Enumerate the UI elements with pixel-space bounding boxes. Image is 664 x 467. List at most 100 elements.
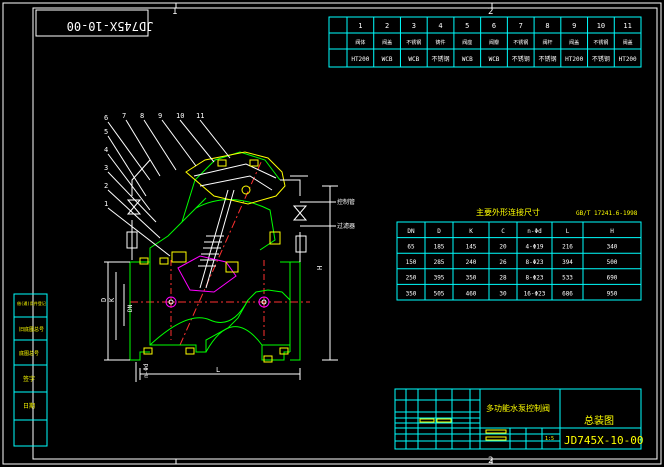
dim-cell-0-6: 340 — [607, 244, 618, 251]
callout-8: 8 — [140, 112, 144, 120]
dim-cell-2-6: 690 — [607, 275, 618, 282]
part-name-6: 阀瓣 — [489, 39, 499, 46]
dim-L: L — [216, 366, 220, 374]
callout-10: 10 — [176, 112, 184, 120]
part-name-9: 阀盖 — [569, 39, 579, 46]
dim-header-1: D — [437, 228, 441, 235]
callout-5: 5 — [104, 128, 108, 136]
dim-cell-1-5: 394 — [562, 259, 573, 266]
dim-cell-3-0: 350 — [406, 290, 417, 297]
dim-table-title: 主要外形连接尺寸 — [476, 207, 540, 217]
part-material-4: 不锈钢 — [432, 55, 450, 63]
part-name-4: 铸件 — [436, 39, 446, 46]
callout-leader-10 — [179, 119, 215, 163]
part-name-11: 阀盖 — [623, 39, 633, 46]
dim-header-0: DN — [407, 228, 415, 235]
callout-3: 3 — [104, 164, 108, 172]
part-name-7: 不锈钢 — [513, 39, 528, 46]
dim-K: K — [108, 297, 116, 302]
dim-cell-3-6: 950 — [607, 290, 618, 297]
parts-table: 1阀体HT2002阀盖WCB3不锈钢WCB4铸件不锈钢5阀座WCB6阀瓣WCB7… — [328, 16, 642, 68]
part-material-6: WCB — [489, 56, 500, 63]
dim-cell-3-3: 30 — [499, 290, 507, 297]
side-label-filter: 过滤器 — [337, 222, 355, 230]
dim-cell-0-3: 20 — [499, 244, 507, 251]
dim-H: H — [316, 266, 324, 270]
part-name-2: 阀盖 — [382, 39, 392, 46]
dim-cell-1-0: 150 — [406, 259, 417, 266]
dim-cell-1-6: 500 — [607, 259, 618, 266]
dim-cell-2-4: 8-Φ23 — [525, 275, 543, 282]
part-name-1: 阀体 — [355, 39, 365, 46]
callout-leader-8 — [143, 119, 177, 171]
drawing-type: 总装图 — [584, 414, 614, 427]
scale: 1:5 — [545, 436, 554, 442]
dim-cell-0-0: 65 — [407, 244, 415, 251]
dim-cell-3-4: 16-Φ23 — [524, 290, 546, 297]
part-name-5: 阀座 — [462, 39, 472, 46]
product-name: 多功能水泵控制阀 — [486, 403, 550, 413]
control-pipe — [280, 175, 308, 262]
dim-cell-3-5: 686 — [562, 290, 573, 297]
callout-9: 9 — [158, 112, 162, 120]
dim-cell-1-4: 8-Φ23 — [525, 259, 543, 266]
dim-cell-2-2: 350 — [466, 275, 477, 282]
dim-cell-0-2: 145 — [466, 244, 477, 251]
dim-cell-0-4: 4-Φ19 — [525, 244, 543, 251]
part-number-2: 2 — [385, 22, 389, 30]
part-name-3: 不锈钢 — [406, 39, 421, 46]
zone-mark-top-2: 2 — [488, 7, 493, 17]
left-cartouche: 借(通)用件登记 旧底图总号 底图总号 签字 日期 — [13, 293, 48, 447]
dim-table-standard: GB/T 17241.6-1998 — [576, 210, 638, 217]
valve-cover — [185, 151, 286, 205]
callout-2: 2 — [104, 182, 108, 190]
callout-leader-1 — [107, 207, 171, 257]
part-material-7: 不锈钢 — [512, 55, 530, 63]
left-label-1: 旧底图总号 — [19, 326, 44, 333]
left-label-2: 底图总号 — [19, 350, 39, 357]
pipe-valve-symbol — [292, 205, 308, 221]
valve-disc — [177, 255, 237, 293]
part-number-5: 5 — [465, 22, 469, 30]
callout-leader-3 — [107, 171, 157, 223]
callout-leader-4 — [107, 153, 151, 211]
rotated-drawing-number: JD745X-10-00 — [67, 19, 154, 33]
dim-cell-0-1: 185 — [434, 244, 445, 251]
drawing-number: JD745X-10-00 — [564, 434, 643, 447]
inner-frame — [32, 7, 658, 460]
zone-mark-top-1: 1 — [172, 7, 177, 17]
left-label-3: 签字 — [23, 375, 35, 383]
part-material-11: HT200 — [619, 56, 637, 63]
callout-leader-9 — [161, 119, 197, 167]
dimension-lines: D K DN H L n-Φd — [100, 185, 338, 382]
bolt-hole-right — [258, 296, 270, 308]
callout-leader-2 — [107, 189, 161, 239]
side-label-control-pipe: 控制管 — [337, 198, 355, 206]
part-number-11: 11 — [623, 22, 631, 30]
part-material-3: WCB — [408, 56, 419, 63]
part-name-10: 不锈钢 — [593, 39, 608, 46]
callout-1: 1 — [104, 200, 108, 208]
dim-cell-2-5: 533 — [562, 275, 573, 282]
part-material-2: WCB — [382, 56, 393, 63]
dim-cell-1-1: 285 — [434, 259, 445, 266]
part-material-5: WCB — [462, 56, 473, 63]
part-number-7: 7 — [519, 22, 523, 30]
part-number-1: 1 — [358, 22, 362, 30]
valve-body-outline — [130, 197, 291, 361]
callout-11: 11 — [196, 112, 204, 120]
dim-header-5: L — [566, 228, 570, 235]
dim-cell-0-5: 216 — [562, 244, 573, 251]
spring — [198, 235, 224, 267]
callout-leader-11 — [199, 119, 231, 159]
callout-leader-7 — [125, 119, 161, 177]
part-number-8: 8 — [545, 22, 549, 30]
dim-cell-1-3: 26 — [499, 259, 507, 266]
dim-cell-2-0: 250 — [406, 275, 417, 282]
title-block: 多功能水泵控制阀 总装图 JD745X-10-00 1:5 — [394, 388, 643, 450]
part-number-3: 3 — [412, 22, 416, 30]
